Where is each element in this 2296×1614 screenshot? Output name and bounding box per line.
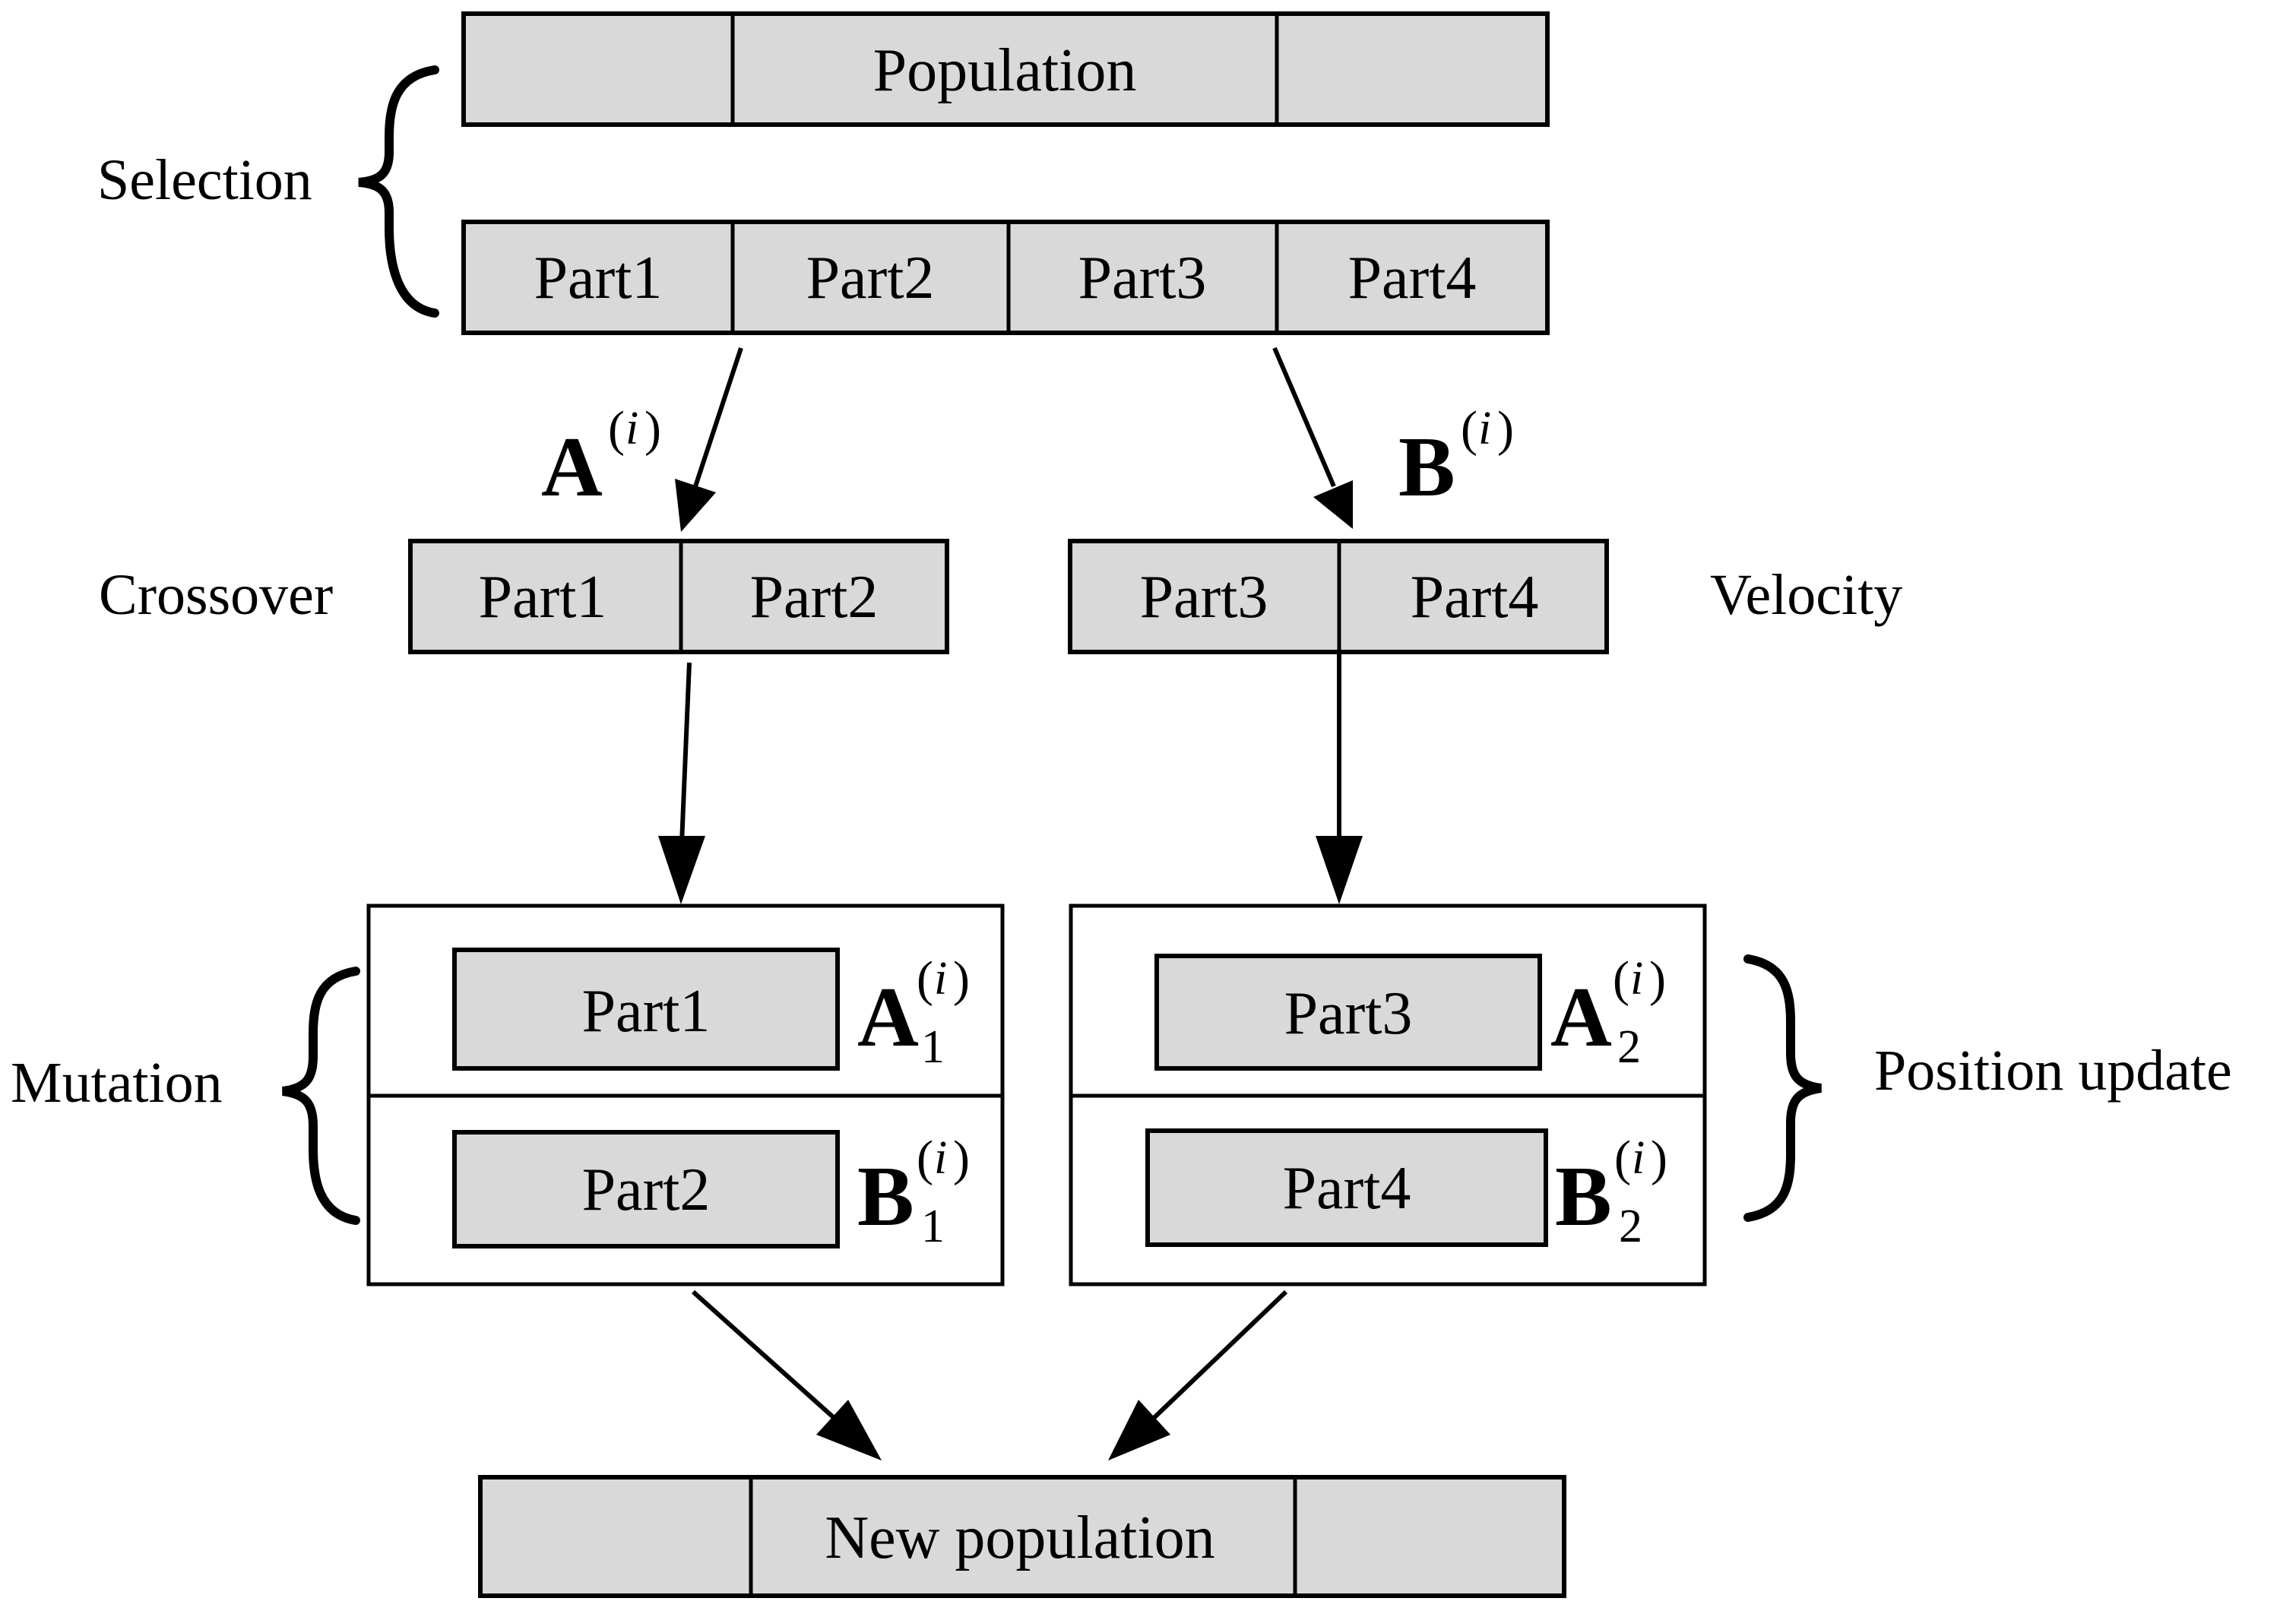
mutation-part-1: Part1 xyxy=(582,978,711,1045)
position-update-box: Part3 Part4 xyxy=(1069,904,1707,1286)
math-A1-i: A ( i ) 1 xyxy=(857,951,970,1073)
svg-text:(: ( xyxy=(1461,401,1477,457)
arrow-mutation-to-new-population xyxy=(691,1290,882,1461)
arrow-position-to-new-population xyxy=(1108,1290,1288,1461)
mutation-part-2: Part2 xyxy=(582,1157,711,1223)
crossover-part-1: Part1 xyxy=(479,564,607,631)
svg-text:A: A xyxy=(857,970,919,1065)
position-part-4: Part4 xyxy=(1283,1155,1411,1222)
selection-label: Selection xyxy=(97,148,312,212)
selection-part-2: Part2 xyxy=(806,245,935,312)
svg-text:B: B xyxy=(857,1150,914,1244)
svg-text:): ) xyxy=(1497,401,1514,457)
arrow-to-velocity xyxy=(1272,347,1353,529)
velocity-part-3: Part3 xyxy=(1140,564,1268,631)
selection-brace xyxy=(358,65,439,318)
position-update-brace xyxy=(1743,954,1822,1222)
svg-text:A: A xyxy=(1550,970,1612,1065)
svg-text:B: B xyxy=(1398,420,1455,514)
svg-text:2: 2 xyxy=(1617,1021,1641,1073)
new-population-label: New population xyxy=(825,1505,1215,1571)
math-A2-i: A ( i ) 2 xyxy=(1550,951,1666,1073)
svg-text:(: ( xyxy=(917,1131,933,1186)
mutation-box: Part1 Part2 xyxy=(366,904,1005,1286)
svg-text:i: i xyxy=(1632,1132,1645,1184)
arrow-to-mutation xyxy=(658,662,705,904)
population-bar: Population xyxy=(461,11,1550,127)
mutation-brace xyxy=(282,967,360,1225)
crossover-bar: Part1 Part2 xyxy=(408,539,949,654)
svg-text:i: i xyxy=(1630,953,1643,1005)
svg-text:): ) xyxy=(1649,951,1666,1007)
svg-text:): ) xyxy=(953,1131,970,1186)
svg-text:(: ( xyxy=(1613,951,1629,1007)
svg-text:(: ( xyxy=(608,401,625,457)
svg-text:1: 1 xyxy=(921,1201,945,1252)
svg-text:2: 2 xyxy=(1619,1201,1642,1252)
math-B1-i: B ( i ) 1 xyxy=(857,1131,970,1252)
svg-text:): ) xyxy=(1651,1131,1667,1186)
svg-text:1: 1 xyxy=(921,1021,945,1073)
math-B2-i: B ( i ) 2 xyxy=(1555,1131,1667,1252)
svg-text:(: ( xyxy=(1614,1131,1631,1186)
velocity-label: Velocity xyxy=(1710,563,1902,627)
svg-text:i: i xyxy=(1478,403,1491,454)
crossover-label: Crossover xyxy=(99,563,333,627)
svg-text:i: i xyxy=(625,403,638,454)
svg-text:): ) xyxy=(644,401,661,457)
svg-text:i: i xyxy=(934,1132,947,1184)
selection-part-4: Part4 xyxy=(1348,245,1477,312)
svg-text:B: B xyxy=(1555,1150,1612,1244)
selection-part-1: Part1 xyxy=(534,245,663,312)
svg-text:): ) xyxy=(953,951,970,1007)
new-population-bar: New population xyxy=(478,1475,1566,1598)
crossover-part-2: Part2 xyxy=(750,564,879,631)
math-A-i: A ( i ) xyxy=(541,401,661,514)
svg-text:A: A xyxy=(541,420,603,514)
velocity-part-4: Part4 xyxy=(1411,564,1539,631)
position-part-3: Part3 xyxy=(1284,980,1413,1047)
math-B-i: A B ( i ) xyxy=(1398,401,1514,514)
selection-part-3: Part3 xyxy=(1078,245,1207,312)
population-label: Population xyxy=(873,37,1137,104)
arrow-to-crossover xyxy=(675,347,743,532)
svg-text:i: i xyxy=(934,953,947,1005)
svg-text:(: ( xyxy=(917,951,933,1007)
velocity-bar: Part3 Part4 xyxy=(1068,539,1609,654)
mutation-label: Mutation xyxy=(11,1051,223,1115)
position-update-label: Position update xyxy=(1874,1039,2232,1103)
arrow-to-position-update xyxy=(1316,652,1363,904)
selection-bar: Part1 Part2 Part3 Part4 xyxy=(461,220,1550,335)
